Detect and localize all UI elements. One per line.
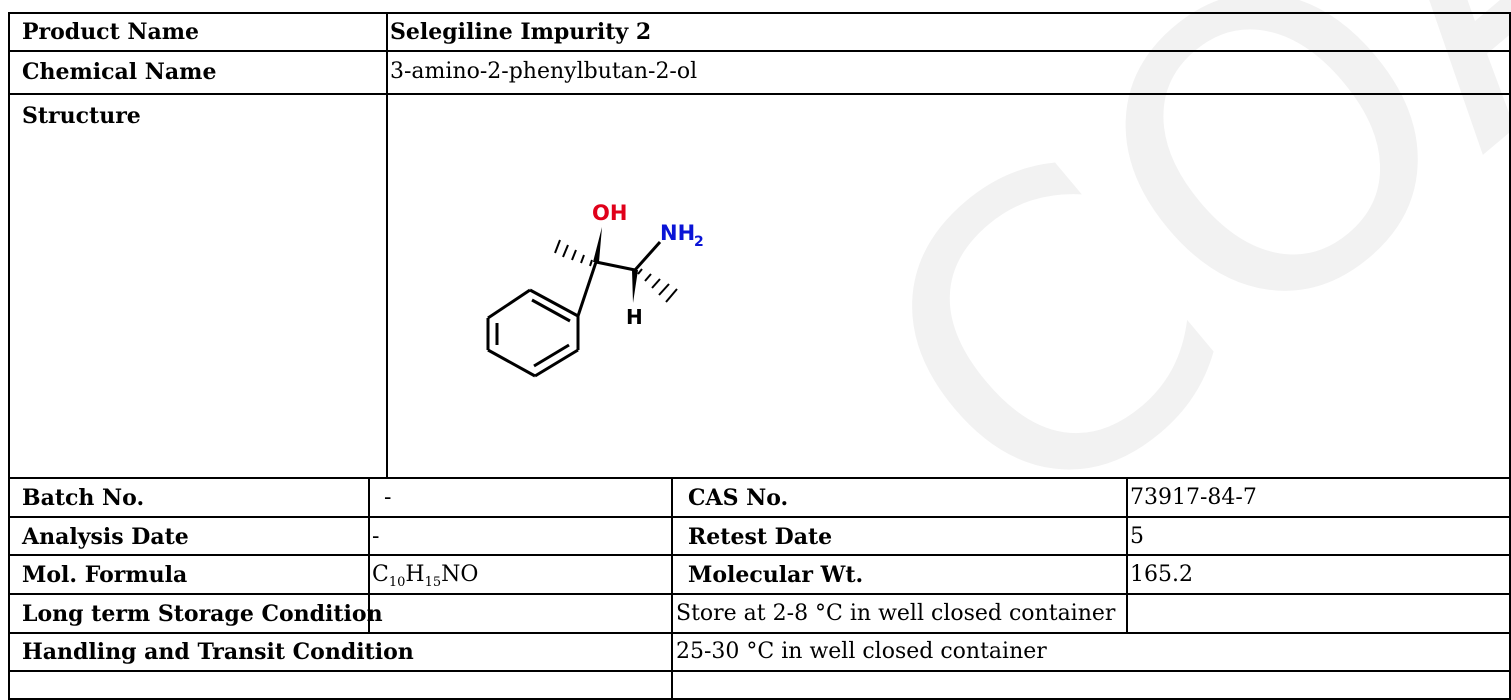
molecular-wt-value: 165.2 bbox=[1130, 562, 1193, 587]
chemical-name-value: 3-amino-2-phenylbutan-2-ol bbox=[390, 59, 698, 84]
product-name-value: Selegiline Impurity 2 bbox=[390, 19, 652, 45]
mol-formula-label: Mol. Formula bbox=[22, 562, 188, 588]
cas-value: 73917-84-7 bbox=[1130, 485, 1257, 510]
batch-label: Batch No. bbox=[22, 485, 145, 511]
h-atom-label: H bbox=[626, 305, 643, 329]
oh-atom-label: OH bbox=[592, 201, 627, 225]
product-name-label: Product Name bbox=[22, 19, 200, 45]
analysis-date-value: - bbox=[372, 524, 380, 549]
cas-label: CAS No. bbox=[688, 485, 789, 511]
handling-value: 25-30 °C in well closed container bbox=[676, 639, 1047, 664]
handling-label: Handling and Transit Condition bbox=[22, 639, 414, 665]
storage-label: Long term Storage Condition bbox=[22, 601, 383, 627]
mol-formula-value: C10H15NO bbox=[372, 562, 479, 590]
nh2-atom-label: NH bbox=[660, 221, 695, 245]
retest-date-value: 5 bbox=[1130, 524, 1144, 549]
structure-label: Structure bbox=[22, 103, 141, 129]
storage-value: Store at 2-8 °C in well closed container bbox=[676, 601, 1116, 626]
molecular-wt-label: Molecular Wt. bbox=[688, 562, 864, 588]
batch-value: - bbox=[384, 485, 392, 510]
nh2-subscript: 2 bbox=[694, 234, 704, 250]
structure-image: OH NH 2 H bbox=[486, 201, 704, 378]
retest-date-label: Retest Date bbox=[688, 524, 833, 550]
chemical-name-label: Chemical Name bbox=[22, 59, 217, 85]
analysis-date-label: Analysis Date bbox=[22, 524, 189, 550]
